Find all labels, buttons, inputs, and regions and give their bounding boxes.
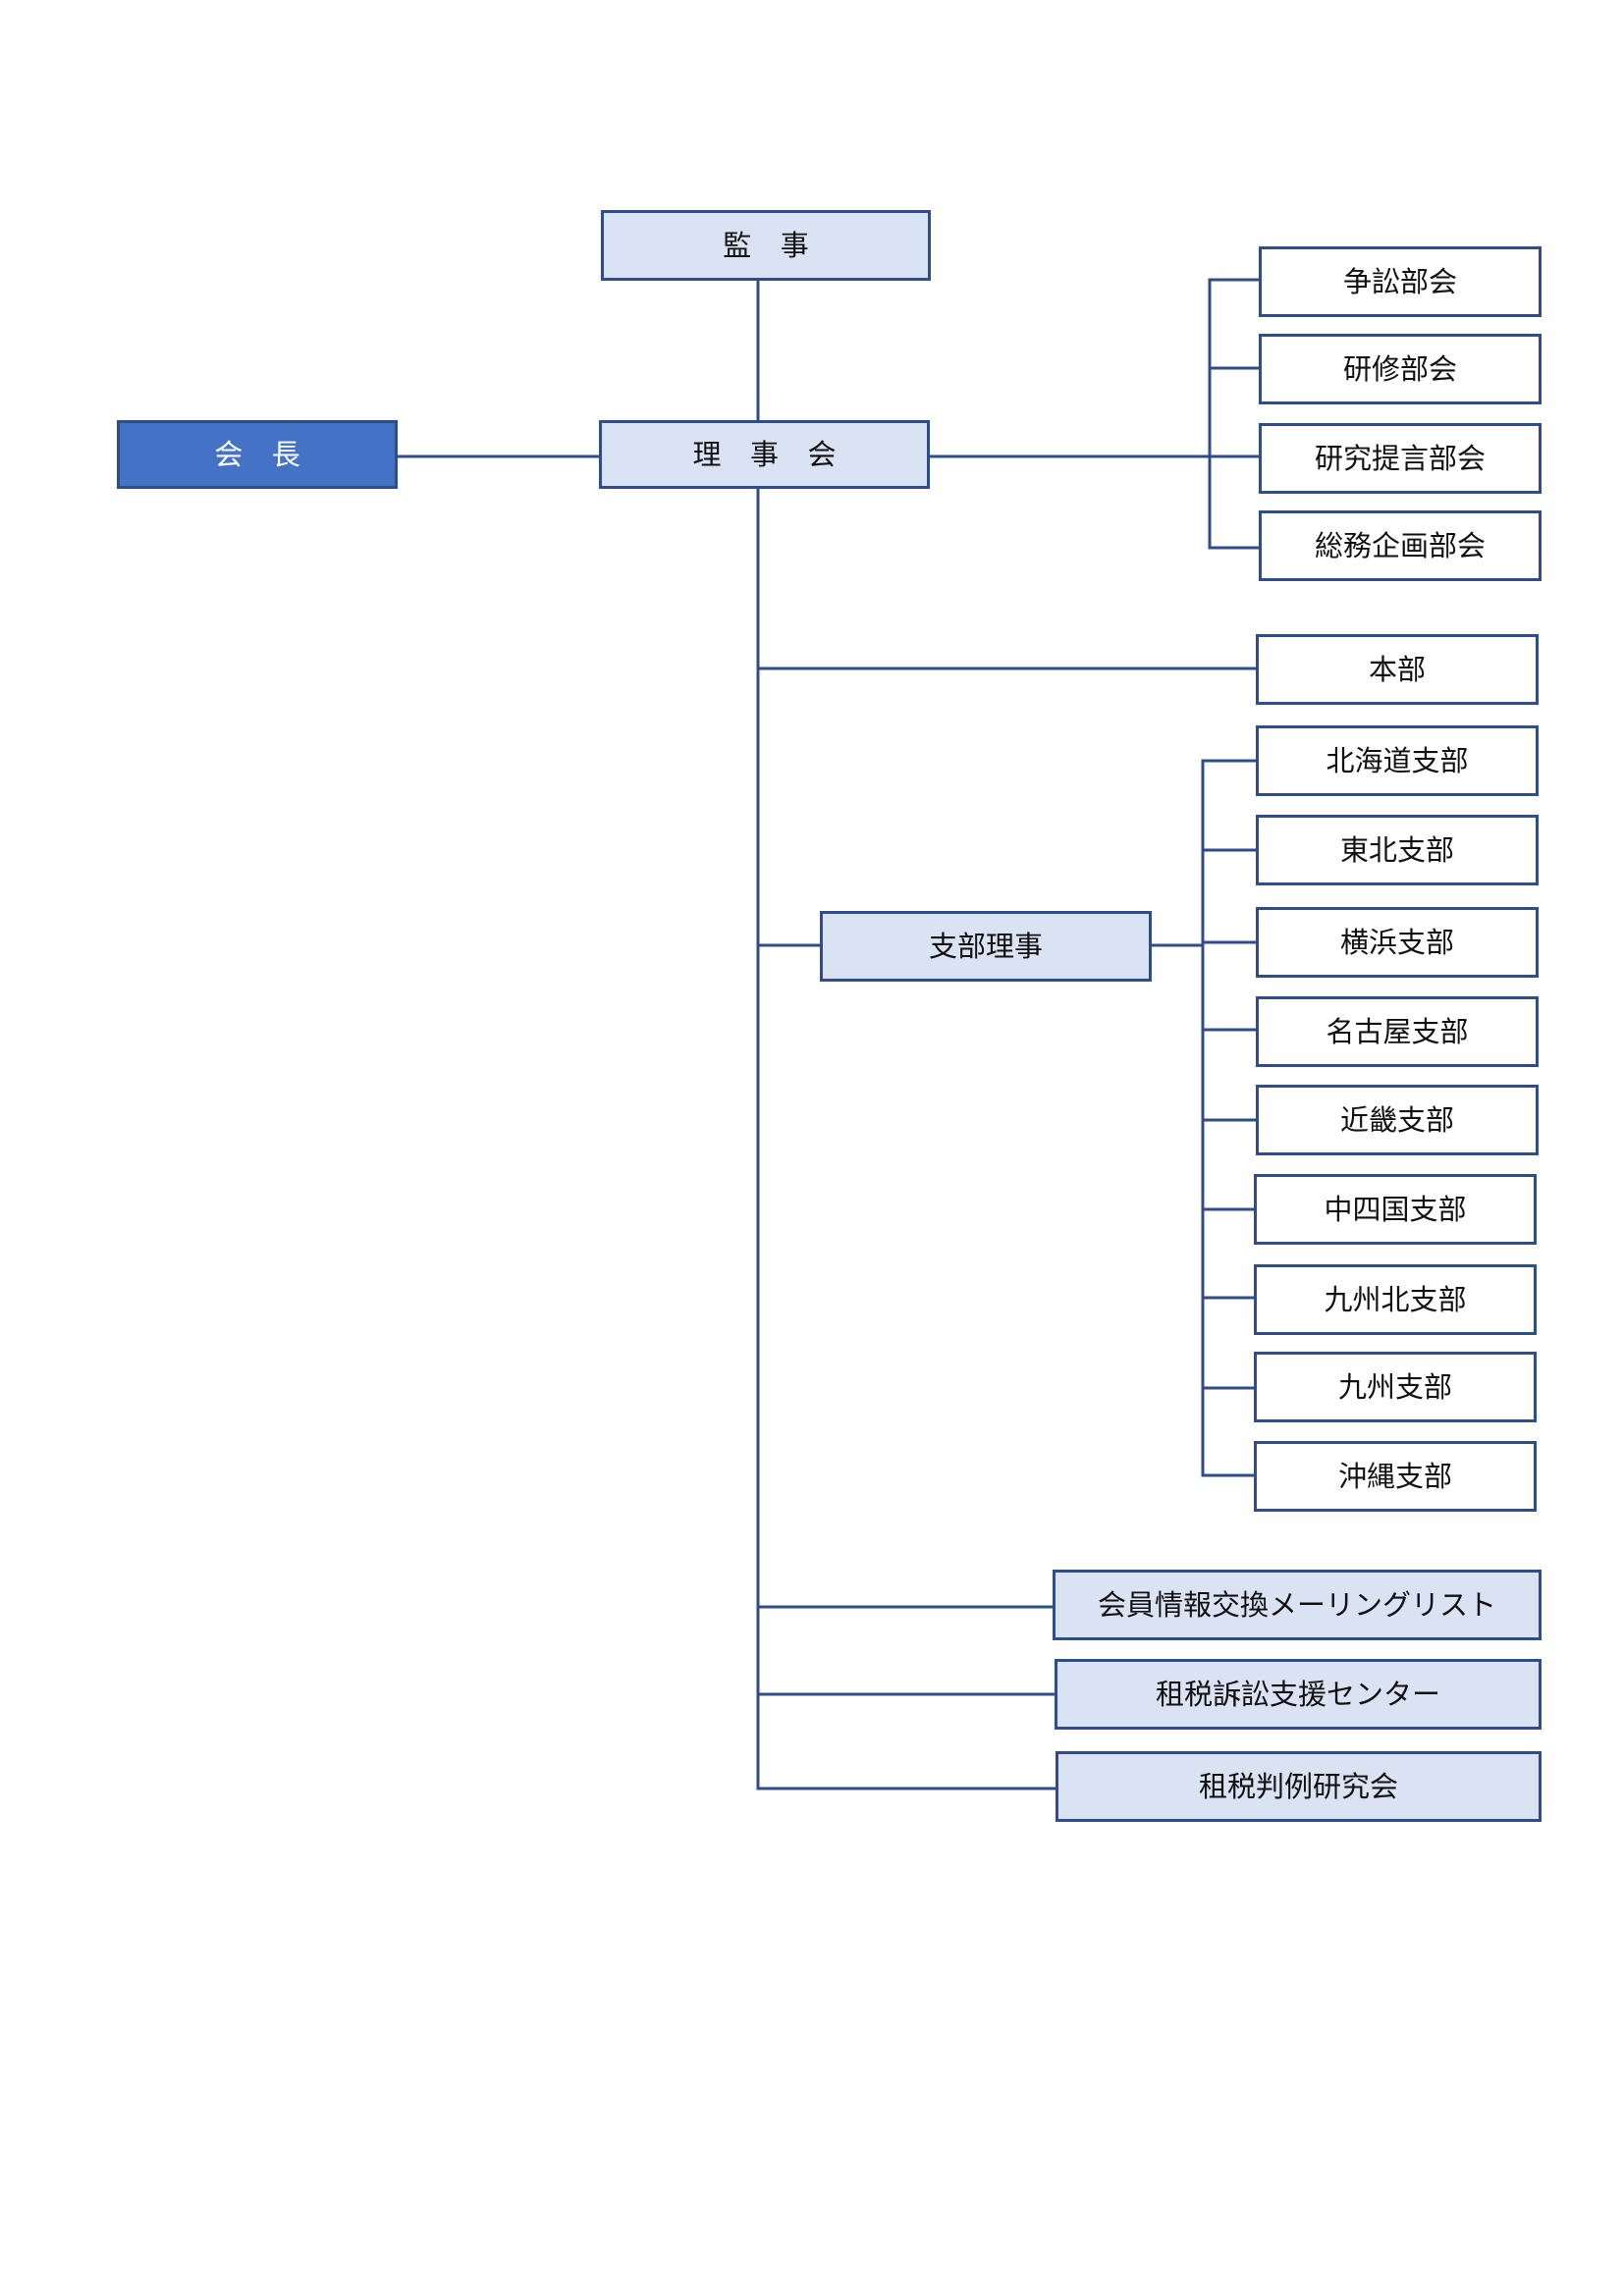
node-kaicho: 会 長	[117, 420, 398, 489]
node-kanji: 監 事	[601, 210, 931, 281]
node-kenshu-bukai: 研修部会	[1259, 334, 1542, 404]
node-okinawa-shibu: 沖縄支部	[1254, 1441, 1537, 1512]
node-kenkyu-teigen-bukai: 研究提言部会	[1259, 423, 1542, 494]
node-kyushu-kita-shibu: 九州北支部	[1254, 1264, 1537, 1335]
node-rijikai: 理 事 会	[599, 420, 930, 489]
node-kyushu-shibu: 九州支部	[1254, 1352, 1537, 1422]
node-kinki-shibu: 近畿支部	[1256, 1085, 1539, 1155]
node-honbu: 本部	[1256, 634, 1539, 705]
node-tohoku-shibu: 東北支部	[1256, 815, 1539, 885]
node-hokkaido-shibu: 北海道支部	[1256, 725, 1539, 796]
node-hanrei-kenkyukai: 租税判例研究会	[1056, 1751, 1542, 1822]
node-somu-kikaku-bukai: 総務企画部会	[1259, 510, 1542, 581]
node-chushikoku-shibu: 中四国支部	[1254, 1174, 1537, 1245]
node-soshou-shien-center: 租税訴訟支援センター	[1055, 1659, 1542, 1730]
node-sosho-bukai: 争訟部会	[1259, 246, 1542, 317]
node-yokohama-shibu: 横浜支部	[1256, 907, 1539, 978]
node-nagoya-shibu: 名古屋支部	[1256, 996, 1539, 1067]
node-shibu-riji: 支部理事	[820, 911, 1152, 982]
node-mailing-list: 会員情報交換メーリングリスト	[1053, 1570, 1542, 1640]
